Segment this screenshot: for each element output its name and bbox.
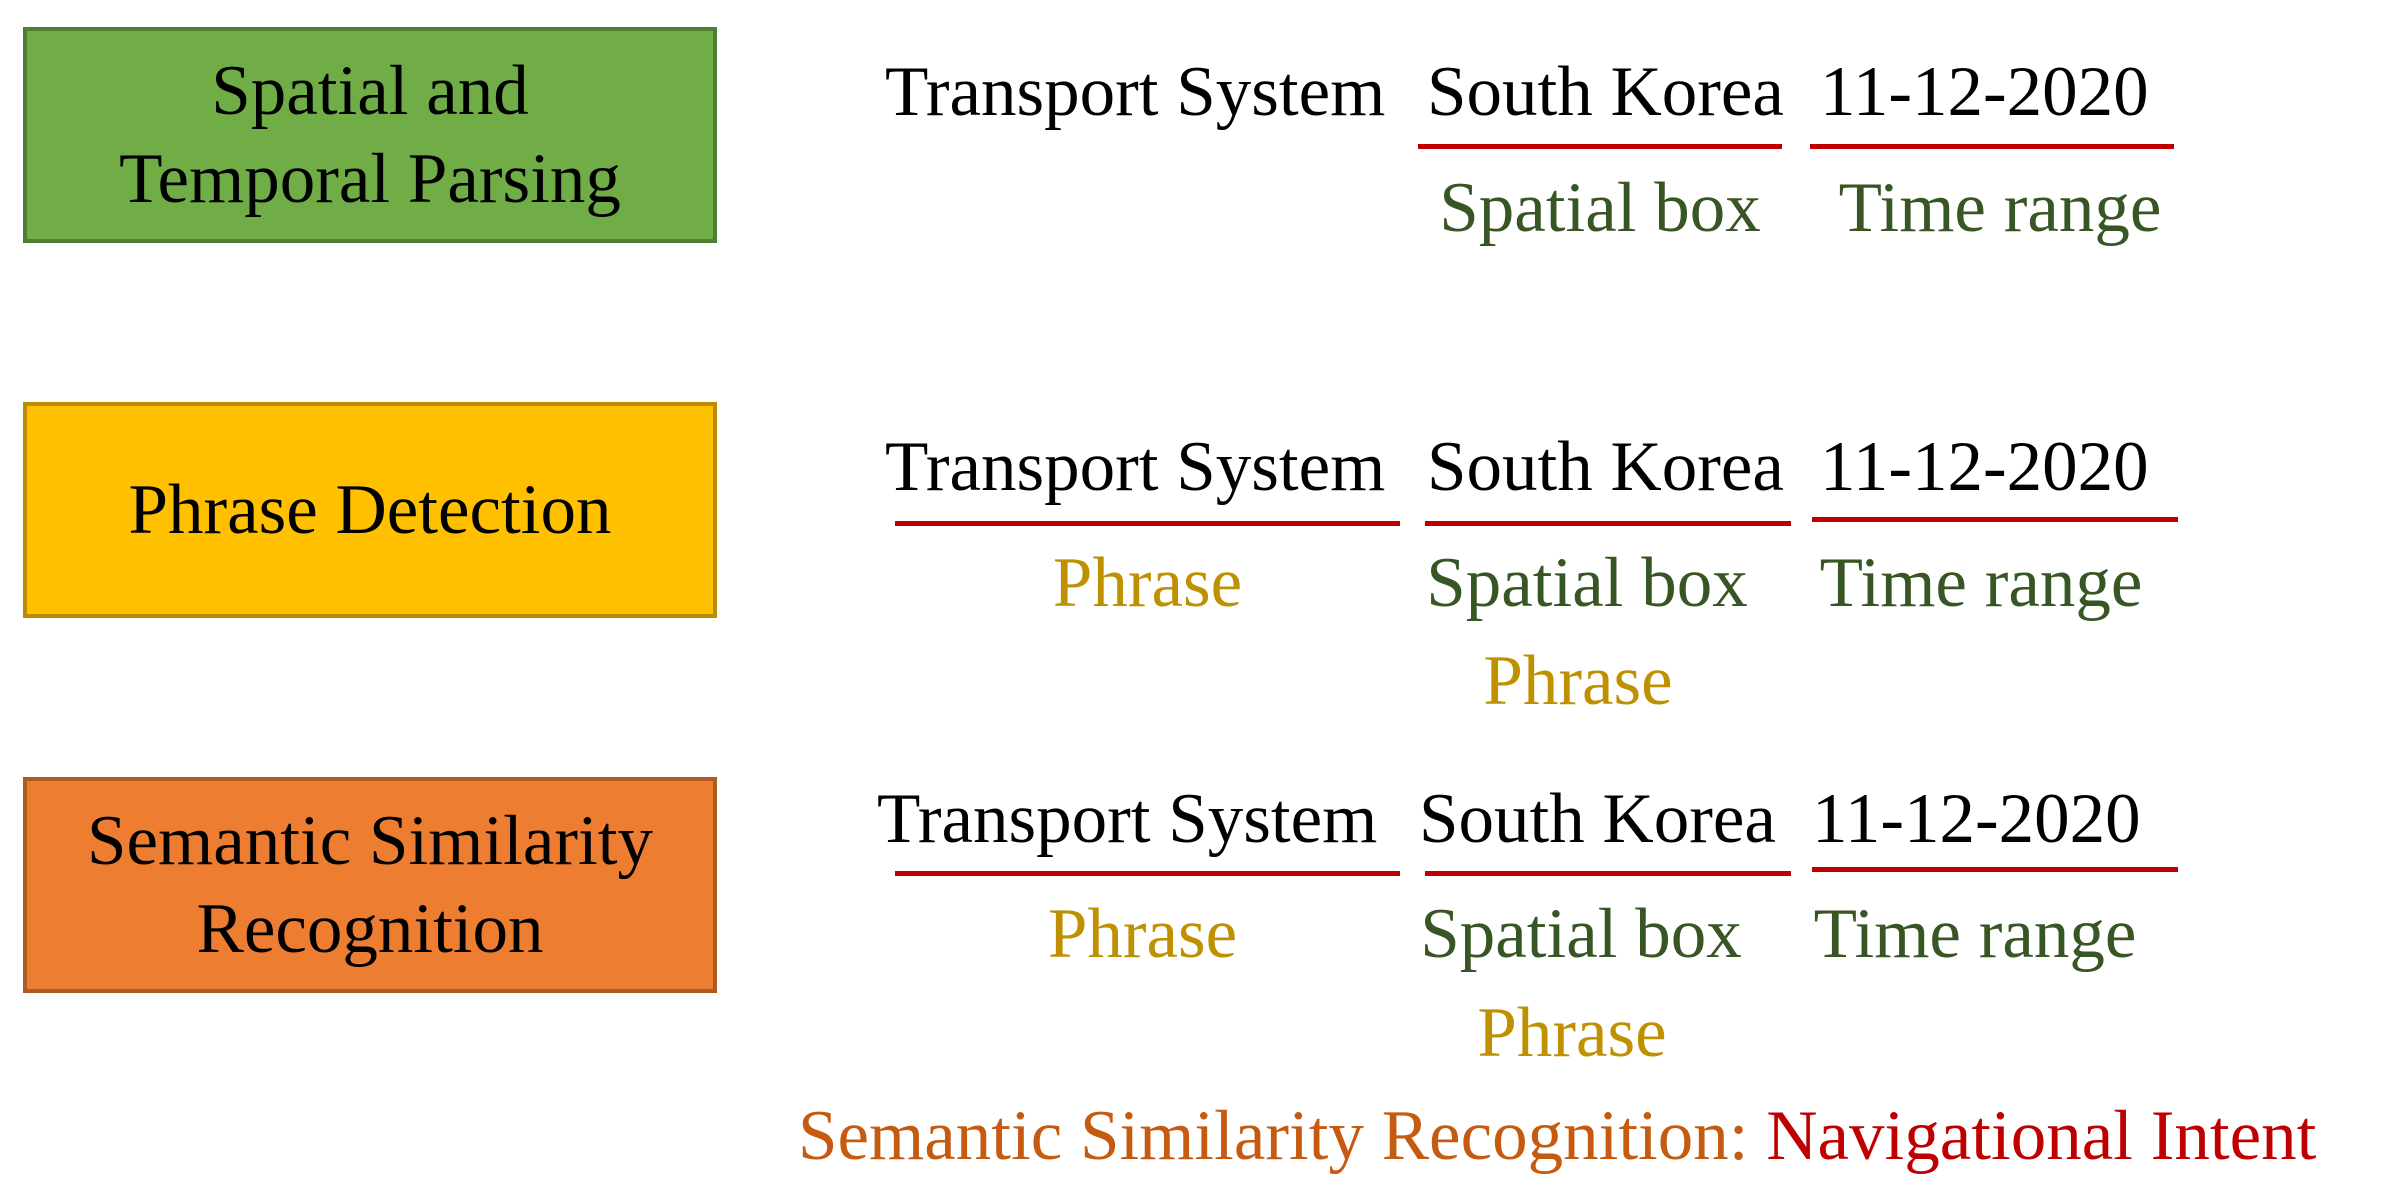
query-phrase-text: Transport System bbox=[877, 780, 1378, 858]
stage-label-line1: Phrase Detection bbox=[128, 471, 612, 549]
date-underline bbox=[1812, 517, 2178, 522]
time-range-tag: Time range bbox=[1813, 895, 2137, 973]
query-place-text: South Korea bbox=[1419, 780, 1776, 858]
place-phrase-tag: Phrase bbox=[1477, 994, 1667, 1072]
spatial-box-tag: Spatial box bbox=[1439, 169, 1761, 247]
phrase-tag: Phrase bbox=[1047, 895, 1238, 973]
stage-label-line2: Recognition bbox=[196, 890, 544, 968]
stage-box-phrase-detection: Phrase Detection bbox=[23, 402, 717, 618]
semantic-result-label: Semantic Similarity Recognition: bbox=[798, 1097, 1767, 1175]
semantic-result-line: Semantic Similarity Recognition: Navigat… bbox=[798, 1096, 2316, 1176]
place-underline bbox=[1425, 871, 1791, 876]
place-phrase-tag: Phrase bbox=[1483, 642, 1673, 720]
stage-label-line1: Semantic Similarity bbox=[87, 802, 653, 880]
place-underline bbox=[1425, 521, 1791, 526]
time-range-tag: Time range bbox=[1819, 544, 2143, 622]
query-date-text: 11-12-2020 bbox=[1820, 53, 2149, 131]
query-date-text: 11-12-2020 bbox=[1820, 428, 2149, 506]
query-date-text: 11-12-2020 bbox=[1812, 780, 2141, 858]
navigational-intent-label: Navigational Intent bbox=[1766, 1097, 2317, 1175]
query-phrase-text: Transport System bbox=[885, 428, 1386, 506]
stage-label-line2: Temporal Parsing bbox=[119, 140, 621, 218]
spatial-box-tag: Spatial box bbox=[1426, 544, 1748, 622]
stage-label-line1: Spatial and bbox=[211, 52, 529, 130]
phrase-tag: Phrase bbox=[1052, 544, 1243, 622]
place-underline bbox=[1418, 144, 1782, 149]
time-range-tag: Time range bbox=[1838, 169, 2162, 247]
query-place-text: South Korea bbox=[1427, 428, 1784, 506]
query-place-text: South Korea bbox=[1427, 53, 1784, 131]
spatial-box-tag: Spatial box bbox=[1420, 895, 1742, 973]
stage-box-spatial-temporal-parsing: Spatial and Temporal Parsing bbox=[23, 27, 717, 243]
date-underline bbox=[1810, 144, 2174, 149]
phrase-underline bbox=[895, 521, 1400, 526]
date-underline bbox=[1812, 867, 2178, 872]
query-phrase-text: Transport System bbox=[885, 53, 1386, 131]
phrase-underline bbox=[895, 871, 1400, 876]
stage-box-semantic-similarity: Semantic Similarity Recognition bbox=[23, 777, 717, 993]
